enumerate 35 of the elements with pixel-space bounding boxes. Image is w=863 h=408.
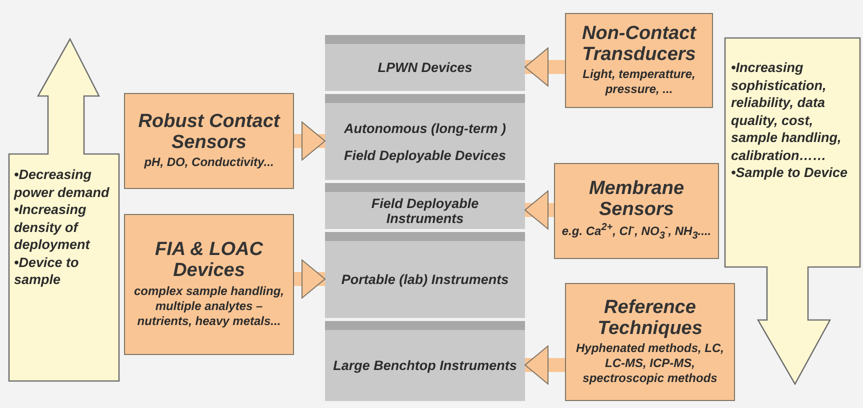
box-heading: Non-Contact Transducers [581, 24, 698, 66]
technology-box [554, 163, 719, 259]
block-arrow [294, 260, 326, 298]
device-tier-slab [325, 35, 525, 91]
tier-label: Large Benchtop Instruments [333, 357, 517, 375]
device-tier-slab [325, 183, 525, 229]
bullet-text: •Decreasing power demand [14, 166, 110, 202]
block-arrow [294, 122, 326, 160]
device-tier-slab [325, 232, 525, 318]
block-arrow [524, 346, 565, 384]
box-description: pH, DO, Conductivity... [144, 155, 274, 170]
bullet-text: •Increasing density of deployment [14, 201, 92, 254]
device-tier-slab [325, 321, 525, 401]
box-heading: Robust Contact Sensors [137, 112, 282, 154]
technology-box [565, 283, 735, 401]
tier-label: Field Deployable Instruments [370, 196, 480, 226]
box-heading: FIA & LOAC Devices [154, 240, 264, 282]
tier-label: Portable (lab) Instruments [341, 271, 509, 289]
block-arrow [524, 190, 554, 230]
device-tier-slab [325, 94, 525, 180]
tier-label: LPWN Devices [378, 60, 472, 75]
box-description: complex sample handling, multiple analytes – nutrients, heavy metals... [132, 284, 286, 329]
bullet-text: •Increasing sophistication, reliability, data quality, cost, sample handling, calibration…… [731, 59, 842, 164]
box-description: Hyphenated methods, LC, LC-MS, ICP-MS, spectroscopic methods [574, 341, 725, 386]
box-heading: Membrane Sensors [588, 178, 686, 220]
box-description: Light, temperatture, pressure, ... [582, 67, 696, 98]
box-description: e.g. Ca$^{2+}$, Cl$^{-}$, NO$_{3}$$^{-}$, NH$_{3}$.... [562, 222, 712, 244]
bullet-text: •Sample to Device [731, 164, 849, 182]
box-heading: Reference Techniques [596, 298, 704, 340]
block-arrow [524, 48, 565, 86]
technology-box [124, 214, 294, 355]
bullet-text: •Device to sample [14, 254, 80, 289]
technology-box [565, 13, 713, 108]
technology-box [124, 93, 294, 189]
tier-label: Autonomous (long-term ) Field Deployable Devices [342, 120, 508, 165]
